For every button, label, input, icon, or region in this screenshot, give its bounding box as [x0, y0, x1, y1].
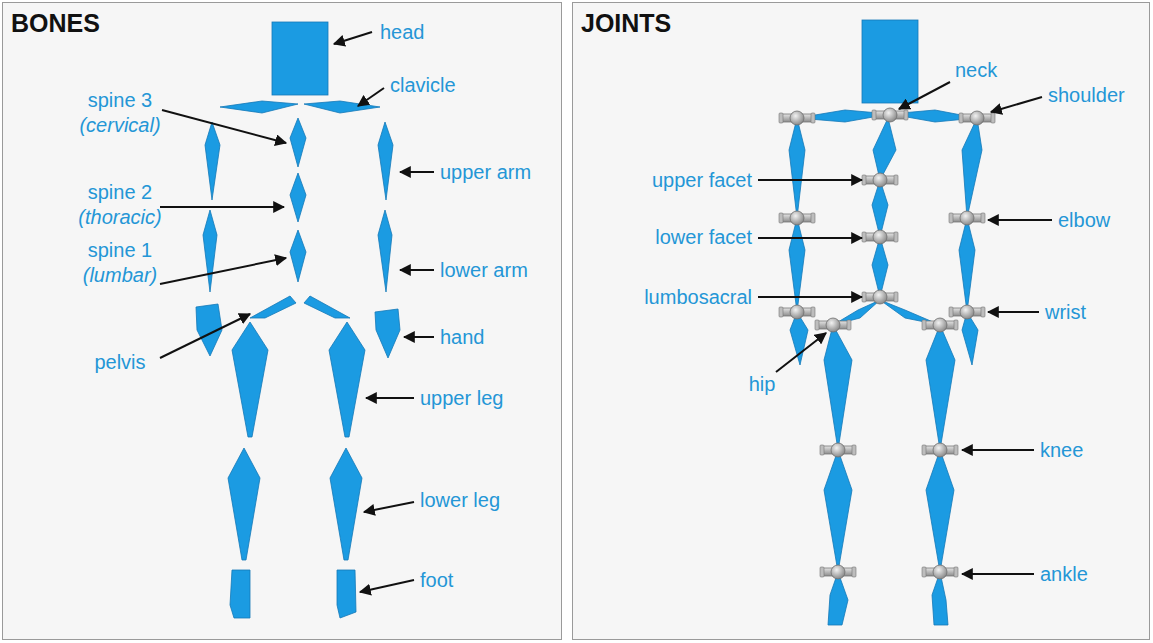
- part-label: spine 2: [88, 182, 153, 202]
- part-label: upper arm: [440, 162, 531, 182]
- part-label: hip: [749, 374, 776, 394]
- part-label: (lumbar): [83, 265, 157, 285]
- part-label: wrist: [1045, 302, 1086, 322]
- part-label: upper facet: [652, 170, 752, 190]
- part-label: ankle: [1040, 564, 1088, 584]
- part-label: pelvis: [94, 352, 145, 372]
- part-label: spine 3: [88, 90, 153, 110]
- part-label: lower leg: [420, 490, 500, 510]
- panel-title: JOINTS: [581, 9, 671, 38]
- part-label: foot: [420, 570, 453, 590]
- leader-arrows: [160, 32, 1052, 592]
- part-label: shoulder: [1048, 85, 1125, 105]
- figure-panel: BONES: [2, 2, 562, 640]
- joints-figure: [779, 20, 995, 625]
- part-label: hand: [440, 327, 485, 347]
- part-label: clavicle: [390, 75, 456, 95]
- panel-ground: [2, 2, 562, 640]
- part-label: (thoracic): [78, 207, 161, 227]
- panel-title: BONES: [11, 9, 100, 38]
- part-label: (cervical): [79, 115, 160, 135]
- part-label: knee: [1040, 440, 1083, 460]
- part-label: head: [380, 22, 425, 42]
- bones-figure: [196, 22, 400, 618]
- part-label: lumbosacral: [644, 287, 752, 307]
- part-label: neck: [955, 60, 997, 80]
- panel-ground: [572, 2, 1150, 640]
- part-label: lower facet: [655, 227, 752, 247]
- part-label: lower arm: [440, 260, 528, 280]
- part-label: elbow: [1058, 210, 1110, 230]
- part-label: upper leg: [420, 388, 503, 408]
- part-label: spine 1: [88, 240, 153, 260]
